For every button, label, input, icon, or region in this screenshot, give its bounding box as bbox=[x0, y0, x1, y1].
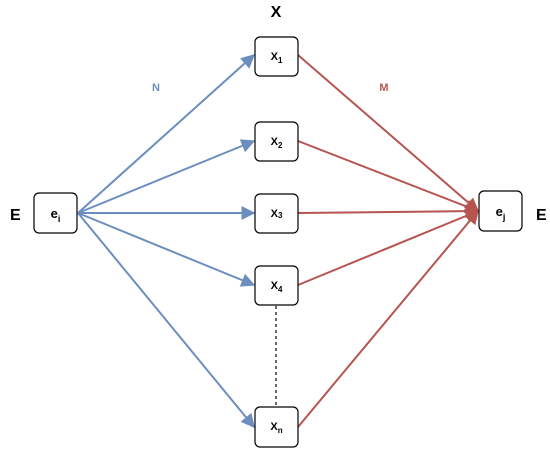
node-target-base: e bbox=[496, 204, 503, 219]
node-x4-base: X bbox=[271, 280, 279, 292]
edge-label-m: M bbox=[379, 82, 388, 94]
edge-xn-ej bbox=[297, 209, 479, 428]
edge-label-n: N bbox=[152, 82, 160, 94]
node-xn-base: X bbox=[270, 421, 278, 433]
edge-x2-ej bbox=[297, 140, 480, 213]
edge-ei-x4 bbox=[77, 212, 256, 287]
edge-x3-ej bbox=[297, 204, 480, 219]
svg-text:X2: X2 bbox=[271, 136, 283, 150]
set-label-x: X bbox=[271, 4, 282, 21]
svg-text:Xn: Xn bbox=[270, 421, 282, 435]
node-source-base: e bbox=[51, 206, 58, 221]
edge-x4-ej bbox=[297, 209, 480, 286]
node-x4-box bbox=[254, 265, 299, 306]
node-x1: X1 bbox=[254, 36, 299, 77]
edge-ei-x2 bbox=[77, 139, 256, 214]
node-x4: X4 bbox=[254, 265, 299, 306]
node-source-box bbox=[33, 192, 78, 234]
node-x4-sub: 4 bbox=[278, 285, 283, 294]
node-x3-box bbox=[254, 193, 299, 234]
edge-ei-x1 bbox=[77, 54, 256, 214]
node-target-sub: j bbox=[502, 212, 506, 222]
node-source-sub: i bbox=[58, 214, 61, 224]
node-x3-sub: 3 bbox=[278, 211, 283, 220]
node-x2: X2 bbox=[254, 121, 299, 162]
set-label-e-right: E bbox=[536, 207, 547, 224]
node-x3: X3 bbox=[254, 193, 299, 234]
set-label-e-left: E bbox=[10, 207, 21, 224]
node-x1-base: X bbox=[271, 51, 279, 63]
node-source: ei bbox=[33, 192, 78, 234]
node-xn: Xn bbox=[254, 406, 299, 448]
svg-text:X1: X1 bbox=[271, 51, 283, 65]
svg-text:ej: ej bbox=[496, 204, 506, 222]
node-target: ej bbox=[478, 190, 523, 232]
edge-x1-ej bbox=[297, 54, 480, 212]
node-xn-sub: n bbox=[278, 426, 283, 435]
svg-text:X3: X3 bbox=[271, 208, 283, 220]
node-xn-box bbox=[254, 406, 299, 448]
edge-ei-xn bbox=[77, 212, 255, 429]
node-target-box bbox=[478, 190, 523, 232]
node-x2-base: X bbox=[271, 136, 279, 148]
node-x3-base: X bbox=[271, 208, 279, 220]
node-x1-box bbox=[254, 36, 299, 77]
svg-text:ei: ei bbox=[51, 206, 61, 224]
node-x2-sub: 2 bbox=[278, 141, 283, 150]
node-x2-box bbox=[254, 121, 299, 162]
svg-text:X4: X4 bbox=[271, 280, 283, 294]
node-x1-sub: 1 bbox=[278, 56, 283, 65]
n-edges bbox=[77, 54, 256, 429]
m-edges bbox=[297, 54, 480, 428]
